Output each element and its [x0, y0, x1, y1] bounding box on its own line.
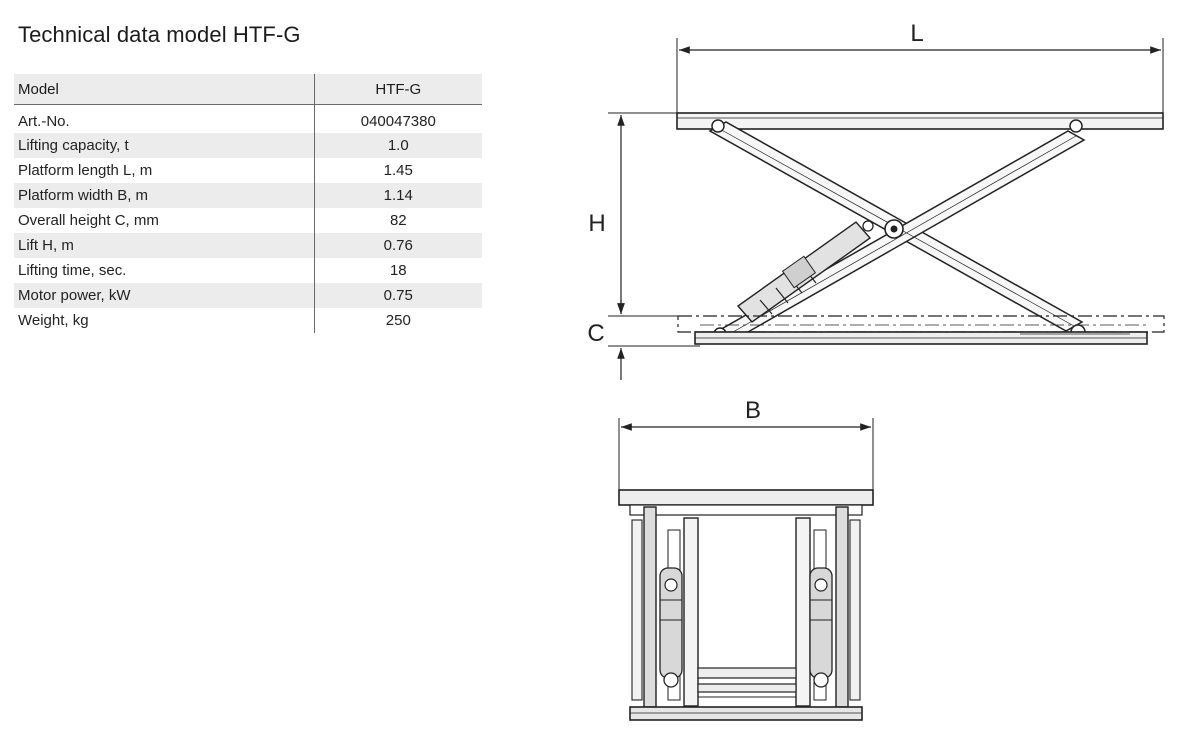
width-dimension: B	[618, 397, 874, 490]
table-header-row: Model HTF-G	[14, 74, 482, 105]
front-platform	[618, 489, 874, 506]
front-cylinder-left	[659, 567, 683, 688]
cross-member	[697, 667, 797, 679]
length-label: L	[910, 20, 923, 47]
row-label: Motor power, kW	[14, 283, 315, 308]
pivot-pin	[711, 119, 725, 133]
table-row: Motor power, kW 0.75	[14, 283, 482, 308]
row-label: Platform length L, m	[18, 162, 153, 179]
table-row: Lifting capacity, t 1.0	[14, 133, 482, 158]
side-view: L H C	[587, 20, 1165, 380]
row-value: 18	[313, 258, 482, 283]
closed-height-label: C	[587, 320, 604, 347]
row-label: Art.-No.	[18, 112, 70, 130]
row-label: Lifting time, sec.	[18, 262, 127, 279]
row-value: 1.45	[313, 158, 482, 183]
row-value: 82	[313, 208, 482, 233]
page-title: Technical data model HTF-G	[18, 22, 301, 47]
outer-frame-right	[835, 506, 849, 708]
table-row: Lifting time, sec. 18	[14, 258, 482, 283]
table-row: Art.-No. 040047380	[14, 104, 482, 133]
technical-data-table: Model HTF-G Art.-No. 040047380 Lifting c…	[14, 74, 482, 333]
lift-table-technical-drawing: L H C	[587, 20, 1165, 721]
table-row: Platform length L, m 1.45	[14, 158, 482, 183]
hydraulic-cylinder	[736, 221, 872, 323]
header-label: Model	[14, 74, 315, 105]
row-label: Weight, kg	[18, 312, 89, 329]
front-cylinder-right	[809, 567, 833, 688]
outer-frame-left	[643, 506, 657, 708]
height-label: H	[588, 210, 605, 237]
table-row: Lift H, m 0.76	[14, 233, 482, 258]
pivot-pin	[1069, 119, 1083, 133]
row-value: 0.75	[313, 283, 482, 308]
front-base-frame	[629, 706, 863, 721]
front-view: B	[618, 397, 874, 721]
height-dimension: H	[588, 112, 690, 317]
row-label: Platform width B, m	[14, 183, 315, 208]
inner-arm-right	[795, 517, 811, 707]
width-label: B	[745, 397, 761, 424]
closed-height-dimension: C	[587, 300, 700, 380]
row-label: Lifting capacity, t	[14, 133, 315, 158]
row-label: Lift H, m	[14, 233, 315, 258]
row-value: 0.76	[313, 233, 482, 258]
row-label: Overall height C, mm	[18, 212, 159, 229]
row-value: 1.0	[313, 133, 482, 158]
row-value: 250	[313, 308, 482, 333]
raised-platform	[676, 112, 1164, 130]
length-dimension: L	[676, 20, 1164, 114]
row-value: 1.14	[313, 183, 482, 208]
table-row: Overall height C, mm 82	[14, 208, 482, 233]
inner-arm-left	[683, 517, 699, 707]
header-value: HTF-G	[313, 74, 482, 105]
row-value: 040047380	[313, 104, 482, 133]
table-row: Platform width B, m 1.14	[14, 183, 482, 208]
table-row: Weight, kg 250	[14, 308, 482, 333]
